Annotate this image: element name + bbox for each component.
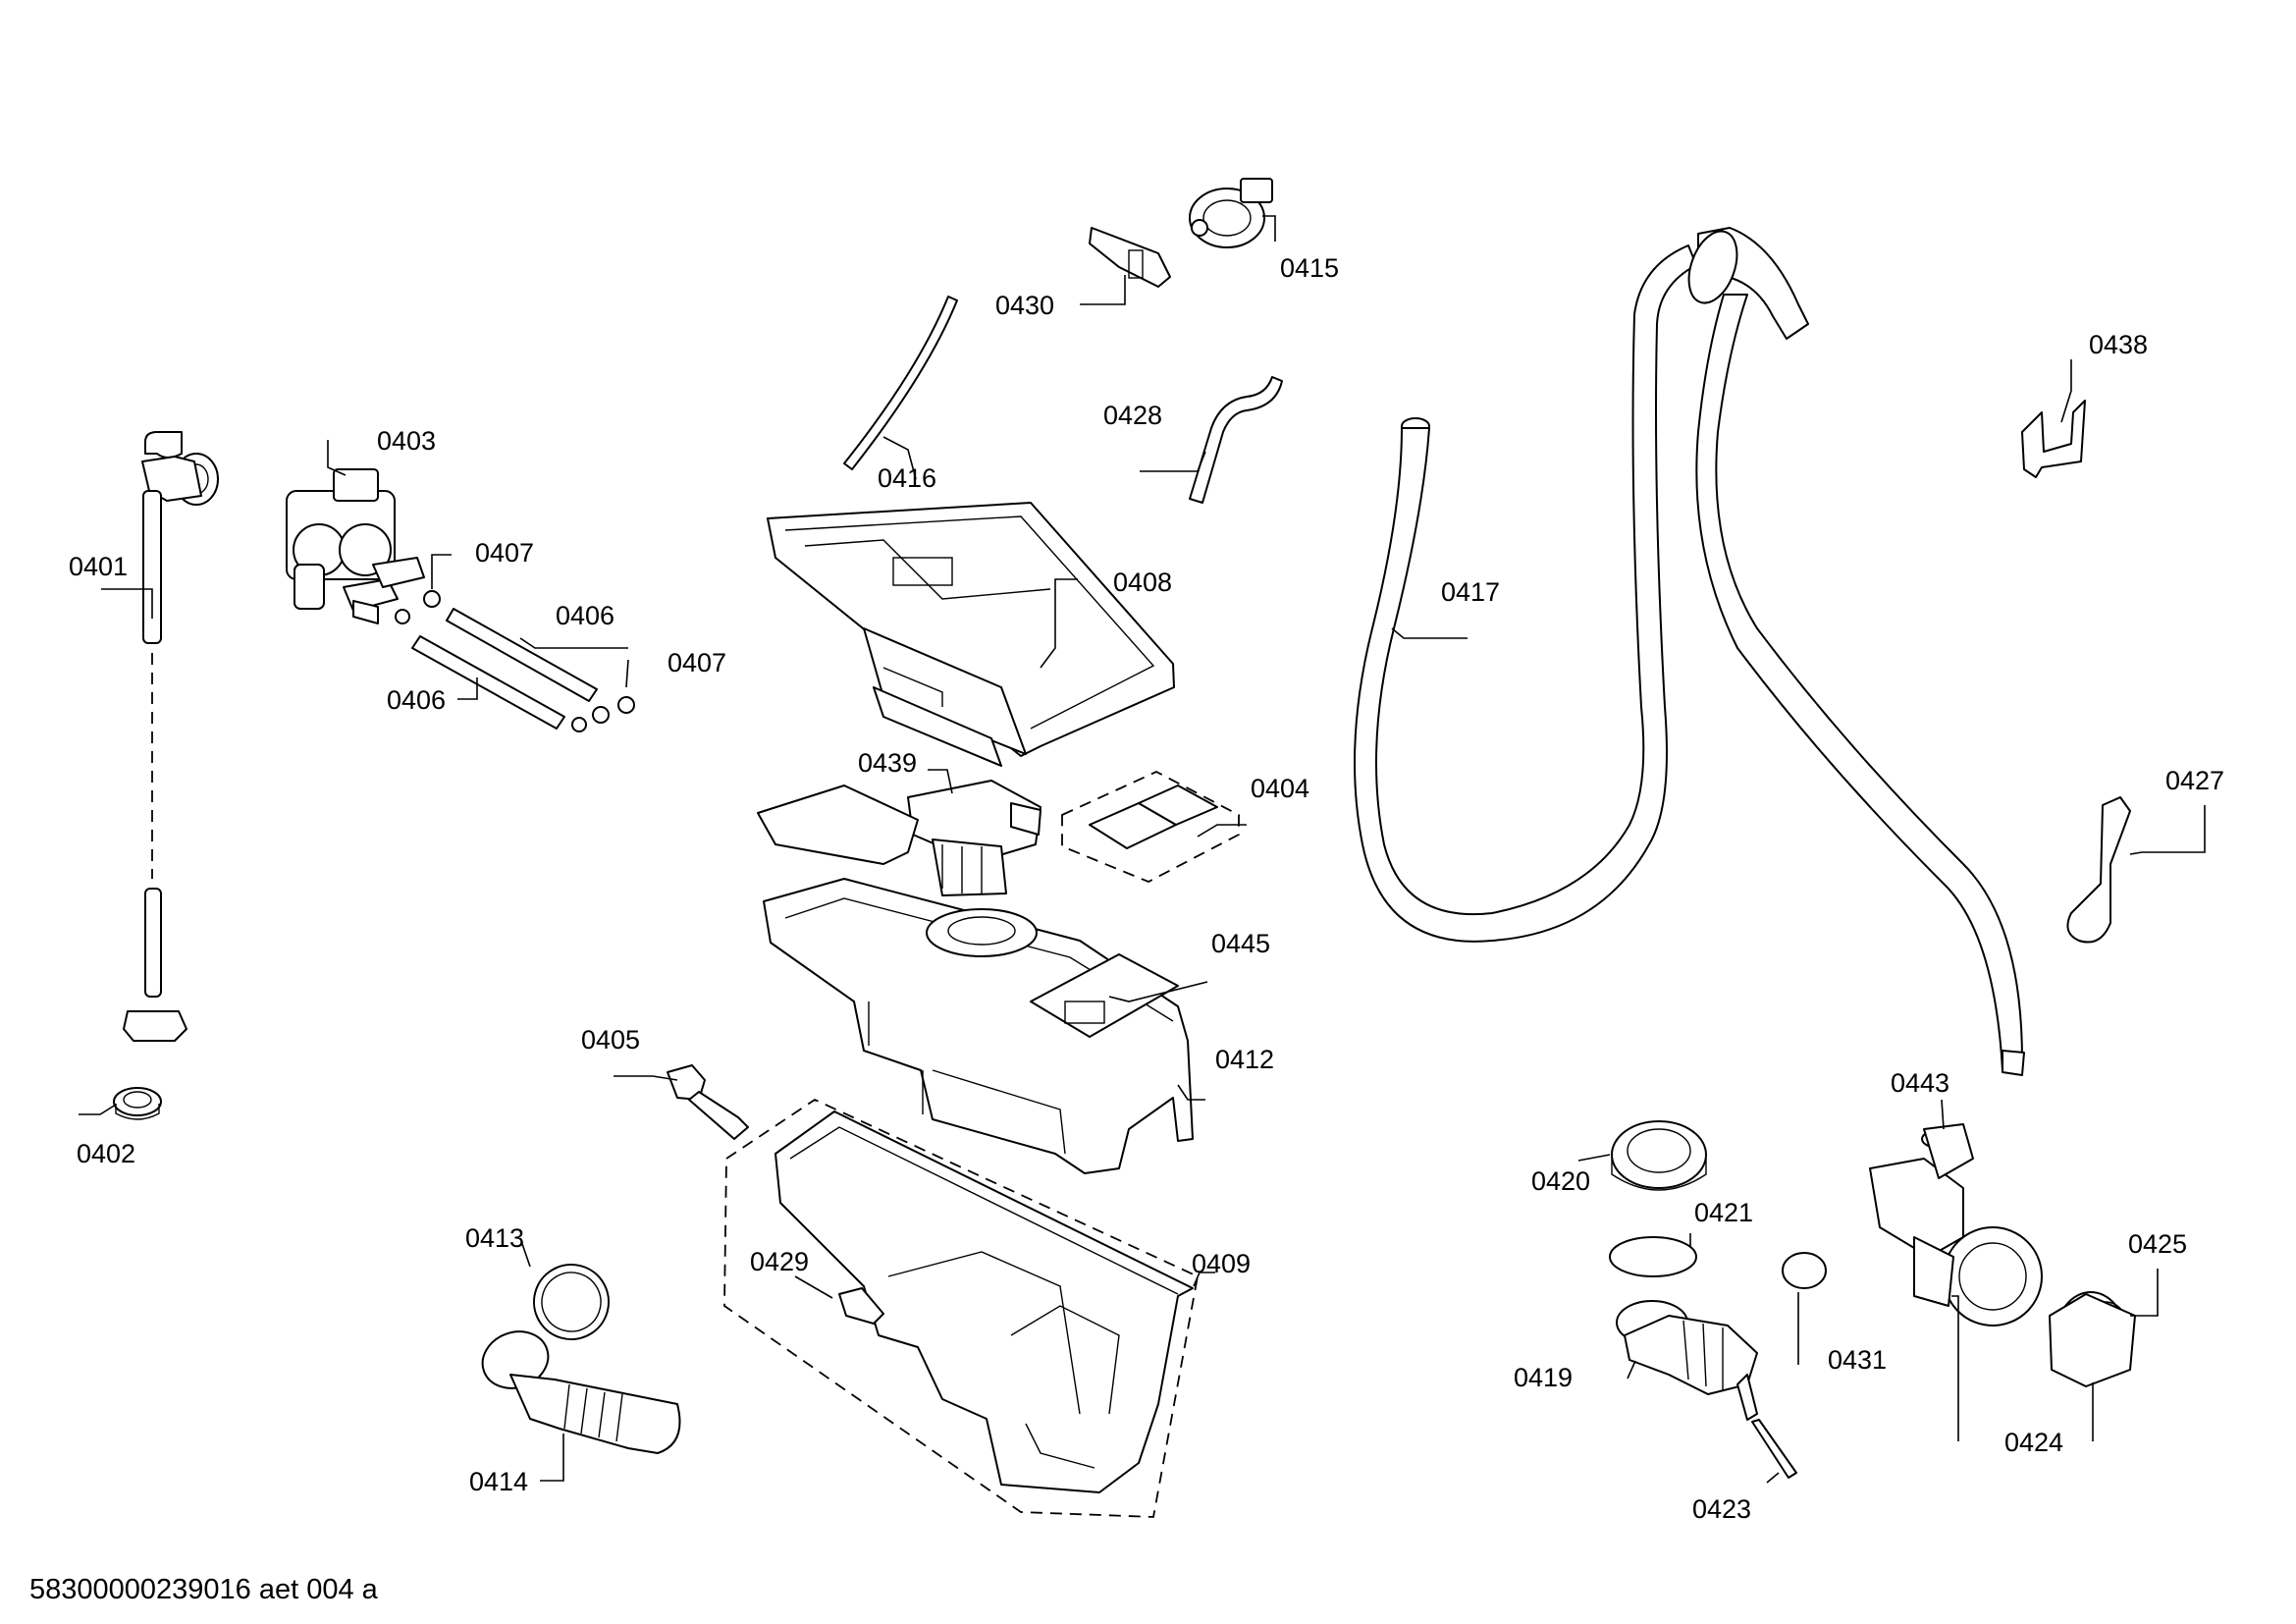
part-0414-drawing xyxy=(481,1330,681,1454)
label-0424: 0424 xyxy=(2004,1428,2063,1457)
part-labels: 0401 0402 0403 0407 0406 0406 0407 0416 … xyxy=(29,253,2224,1605)
label-0427: 0427 xyxy=(2165,766,2224,795)
part-0425-drawing xyxy=(2049,1291,2136,1387)
label-0443: 0443 xyxy=(1891,1068,1949,1098)
part-0401-drawing xyxy=(123,431,219,1042)
label-0430: 0430 xyxy=(995,291,1054,320)
part-0415-drawing xyxy=(1189,178,1273,248)
label-0405: 0405 xyxy=(581,1025,640,1055)
label-0431: 0431 xyxy=(1828,1345,1887,1375)
part-0424-drawing xyxy=(1869,1123,2043,1326)
part-0419-drawing xyxy=(1616,1300,1758,1421)
part-0407-clamps-drawing xyxy=(395,590,635,732)
diagram-reference-id: 58300000239016 aet 004 a xyxy=(29,1574,379,1605)
part-0417-drawing xyxy=(1354,244,1697,943)
label-0407-lower: 0407 xyxy=(667,648,726,677)
part-0421-drawing xyxy=(1609,1236,1697,1277)
part-0408-drawing xyxy=(767,502,1175,767)
label-0414: 0414 xyxy=(469,1467,528,1496)
part-0438-drawing xyxy=(2021,400,2086,478)
label-0408: 0408 xyxy=(1113,568,1172,597)
leader-lines xyxy=(79,215,2206,1484)
label-0445: 0445 xyxy=(1211,929,1270,958)
label-0429: 0429 xyxy=(750,1247,809,1276)
label-0412: 0412 xyxy=(1215,1045,1274,1074)
part-0412-0445-drawing xyxy=(757,785,1194,1174)
part-0428-drawing xyxy=(1189,376,1283,504)
part-0420-drawing xyxy=(1611,1120,1707,1191)
label-0419: 0419 xyxy=(1514,1363,1573,1392)
part-0405-drawing xyxy=(667,1064,749,1140)
label-0416: 0416 xyxy=(878,463,936,493)
part-0423-drawing xyxy=(1751,1419,1797,1479)
part-0431-drawing xyxy=(1782,1252,1827,1289)
part-0409-drawing xyxy=(723,1098,1200,1518)
label-0407-upper: 0407 xyxy=(475,538,534,568)
label-0423: 0423 xyxy=(1692,1494,1751,1524)
label-0415: 0415 xyxy=(1280,253,1339,283)
label-0403: 0403 xyxy=(377,426,436,456)
label-0402: 0402 xyxy=(77,1139,135,1168)
label-0401: 0401 xyxy=(69,552,128,581)
part-0429-drawing xyxy=(838,1287,884,1325)
label-0413: 0413 xyxy=(465,1223,524,1253)
part-0413-drawing xyxy=(533,1264,610,1340)
label-0409: 0409 xyxy=(1192,1249,1251,1278)
label-0404: 0404 xyxy=(1251,774,1309,803)
part-0430-drawing xyxy=(1089,227,1171,288)
label-0420: 0420 xyxy=(1531,1166,1590,1196)
drain-hose-assembly-drawing xyxy=(1687,227,2025,1076)
label-0406-upper: 0406 xyxy=(556,601,614,630)
label-0439: 0439 xyxy=(858,748,917,778)
label-0417: 0417 xyxy=(1441,577,1500,607)
label-0438: 0438 xyxy=(2089,330,2148,359)
part-0427-drawing xyxy=(2066,796,2131,944)
label-0421: 0421 xyxy=(1694,1198,1753,1227)
label-0406-lower: 0406 xyxy=(387,685,446,715)
part-0403-drawing xyxy=(286,468,425,624)
part-0404-drawing xyxy=(1061,770,1240,883)
part-0439-drawing xyxy=(907,780,1041,896)
part-0402-drawing xyxy=(113,1087,162,1120)
part-0406-hoses-drawing xyxy=(411,608,598,730)
label-0425: 0425 xyxy=(2128,1229,2187,1259)
part-0416-drawing xyxy=(843,296,958,470)
label-0428: 0428 xyxy=(1103,401,1162,430)
